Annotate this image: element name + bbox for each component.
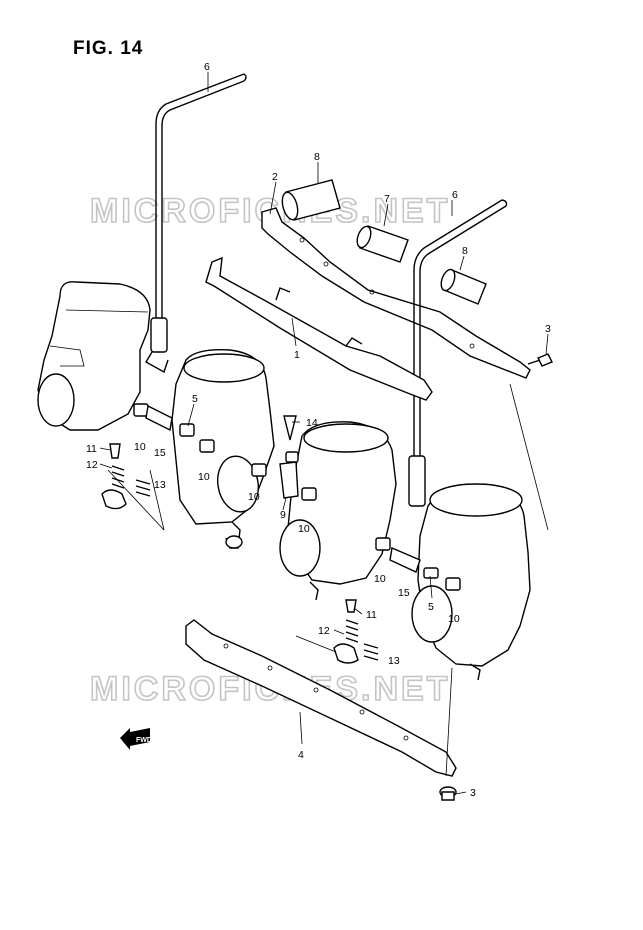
callout-10-a: 10 bbox=[134, 441, 146, 453]
bracket-4 bbox=[185, 383, 549, 777]
figure-title: FIG. 14 bbox=[73, 38, 144, 59]
callout-15-left: 15 bbox=[154, 447, 166, 459]
vent-pipe-right bbox=[408, 199, 508, 507]
callout-10-d: 10 bbox=[298, 523, 310, 535]
callout-14: 14 bbox=[306, 417, 318, 429]
callout-8-top: 8 bbox=[314, 151, 320, 163]
callout-10-e: 10 bbox=[374, 573, 386, 585]
rubber-sleeve-7 bbox=[356, 225, 409, 263]
callout-3-top: 3 bbox=[545, 323, 551, 335]
callout-10-c: 10 bbox=[248, 491, 260, 503]
fwd-arrow-icon: FWD bbox=[120, 728, 152, 750]
screw-cluster-right bbox=[295, 599, 379, 664]
callout-labels: 6 8 2 7 6 8 3 1 5 14 11 10 12 15 13 10 1… bbox=[86, 61, 551, 799]
callout-7: 7 bbox=[384, 193, 390, 205]
fuel-fittings bbox=[133, 403, 461, 591]
carburetor-2 bbox=[171, 349, 275, 549]
callout-9: 9 bbox=[280, 509, 286, 521]
screw-14 bbox=[283, 415, 297, 441]
bolt-3-bottom bbox=[439, 786, 457, 801]
callout-12-left: 12 bbox=[86, 459, 98, 471]
callout-5-left: 5 bbox=[192, 393, 198, 405]
callout-10-f: 10 bbox=[448, 613, 460, 625]
carburetor-4 bbox=[411, 483, 531, 681]
callout-13-left: 13 bbox=[154, 479, 166, 491]
callout-8-right: 8 bbox=[462, 245, 468, 257]
callout-12-right: 12 bbox=[318, 625, 330, 637]
callout-2: 2 bbox=[272, 171, 278, 183]
rubber-sleeve-8-right bbox=[440, 268, 487, 305]
leader-lines bbox=[99, 72, 549, 795]
carburetor-1 bbox=[37, 281, 151, 431]
callout-4: 4 bbox=[298, 749, 304, 761]
callout-11-left: 11 bbox=[86, 443, 97, 455]
callout-13-right: 13 bbox=[388, 655, 400, 667]
callout-6-left: 6 bbox=[204, 61, 210, 73]
rubber-sleeve-8-top bbox=[281, 179, 341, 221]
screw-cluster-left bbox=[101, 443, 165, 531]
bolt-3-top bbox=[527, 353, 553, 367]
callout-11-right: 11 bbox=[366, 609, 377, 621]
callout-15-right: 15 bbox=[398, 587, 410, 599]
callout-1: 1 bbox=[294, 349, 300, 361]
callout-10-b: 10 bbox=[198, 471, 210, 483]
bracket-plate-2 bbox=[261, 207, 531, 379]
vent-pipe-left bbox=[145, 73, 247, 374]
callout-6-right: 6 bbox=[452, 189, 458, 201]
callout-5-right: 5 bbox=[428, 601, 434, 613]
bracket-1 bbox=[205, 256, 433, 401]
carburetor-3 bbox=[279, 421, 397, 601]
callout-3-bottom: 3 bbox=[470, 787, 476, 799]
svg-text:FWD: FWD bbox=[136, 737, 152, 744]
